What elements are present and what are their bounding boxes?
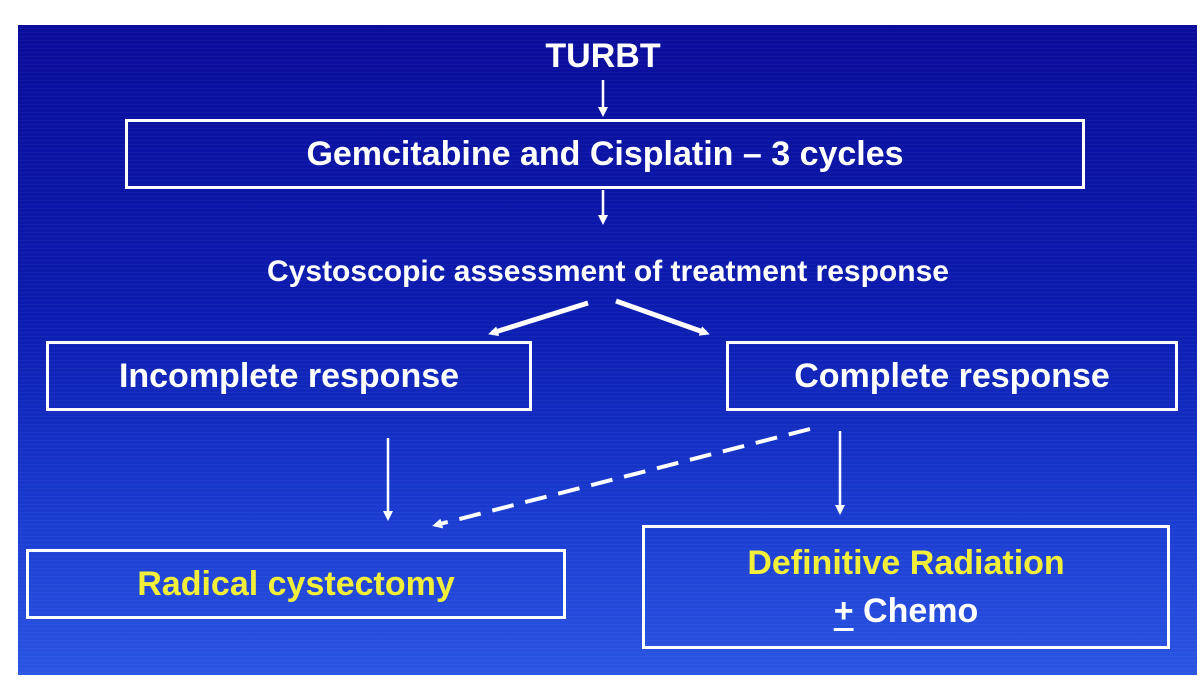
radical-cystectomy-label: Radical cystectomy [137,564,455,603]
flow-arrows [383,80,845,529]
chemo-label: Chemo [853,592,979,630]
chemo-line: + Chemo [834,587,979,635]
complete-response-label: Complete response [794,356,1110,395]
incomplete-response-label: Incomplete response [118,356,460,395]
arrow-assessment-to-complete [615,298,710,336]
incomplete-response-box: Incomplete response [46,341,532,411]
arrow-assessment-to-incomplete [488,300,589,336]
radical-cystectomy-box: Radical cystectomy [26,549,566,619]
definitive-radiation-label: Definitive Radiation [747,544,1065,582]
turbt-label: TURBT [545,37,661,75]
flowchart-slide: TURBT Gemcitabine and Cisplatin – 3 cycl… [18,25,1197,675]
assessment-label: Cystoscopic assessment of treatment resp… [267,255,949,288]
complete-response-box: Complete response [726,341,1178,411]
chemo-box: Gemcitabine and Cisplatin – 3 cycles [125,119,1085,189]
chemo-box-label: Gemcitabine and Cisplatin – 3 cycles [306,134,904,173]
plus-minus-symbol: + [833,592,854,630]
definitive-radiation-box: Definitive Radiation + Chemo [642,525,1170,649]
arrow-complete-to-cystectomy-dashed [432,427,811,529]
